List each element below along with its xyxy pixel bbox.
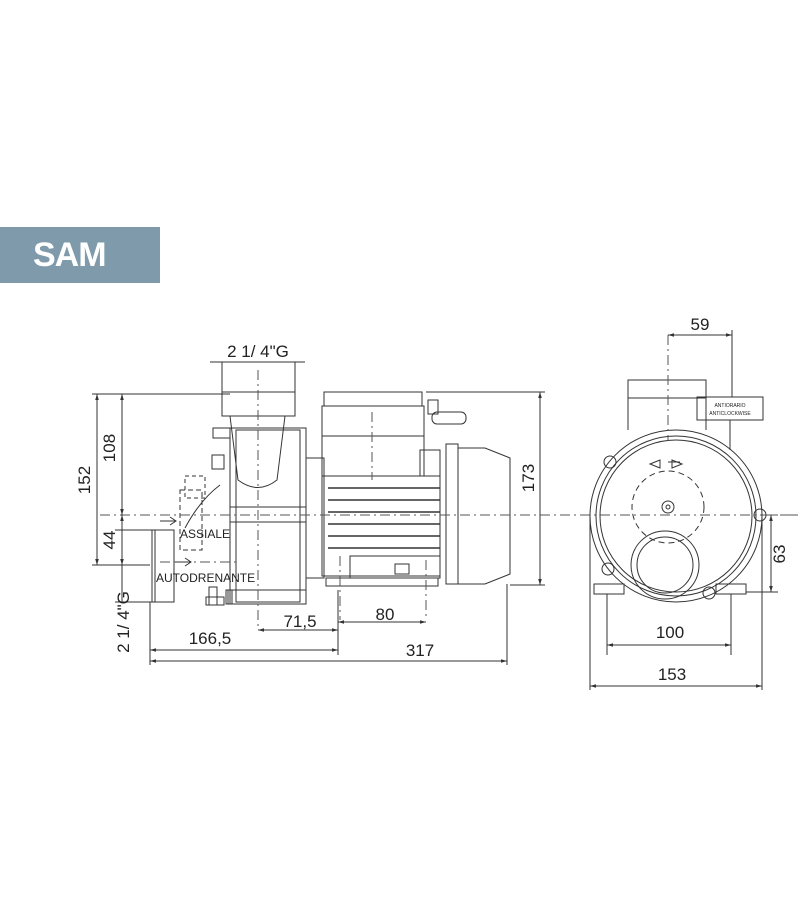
- dim-total-width: 153: [658, 665, 686, 684]
- dim-axis-height: 63: [770, 545, 789, 564]
- dim-foot-spacing: 80: [376, 605, 395, 624]
- rotation-label-line1: ANTIORARIO: [714, 403, 745, 409]
- dim-motor-height: 173: [519, 464, 538, 492]
- outlet-thread-label: 2 1/ 4"G: [114, 591, 133, 653]
- dim-upper-height: 108: [100, 434, 119, 462]
- side-view-pump-body: [151, 391, 511, 606]
- axial-label: ASSIALE: [180, 527, 230, 541]
- dim-total-height: 152: [75, 466, 94, 494]
- dim-total-length: 317: [406, 641, 434, 660]
- dim-lower-height: 44: [100, 531, 119, 550]
- dim-axis-to-foot: 71,5: [283, 612, 316, 631]
- rotation-label-line2: ANTICLOCKWISE: [709, 411, 751, 417]
- model-label: SAM: [33, 236, 107, 274]
- inlet-thread-label: 2 1/ 4"G: [227, 342, 289, 361]
- dim-foot-width: 100: [656, 623, 684, 642]
- dim-top-offset: 59: [691, 315, 710, 334]
- model-badge: SAM: [0, 227, 160, 283]
- self-priming-label: AUTODRENANTE: [156, 571, 255, 585]
- dim-to-axis: 166,5: [189, 629, 232, 648]
